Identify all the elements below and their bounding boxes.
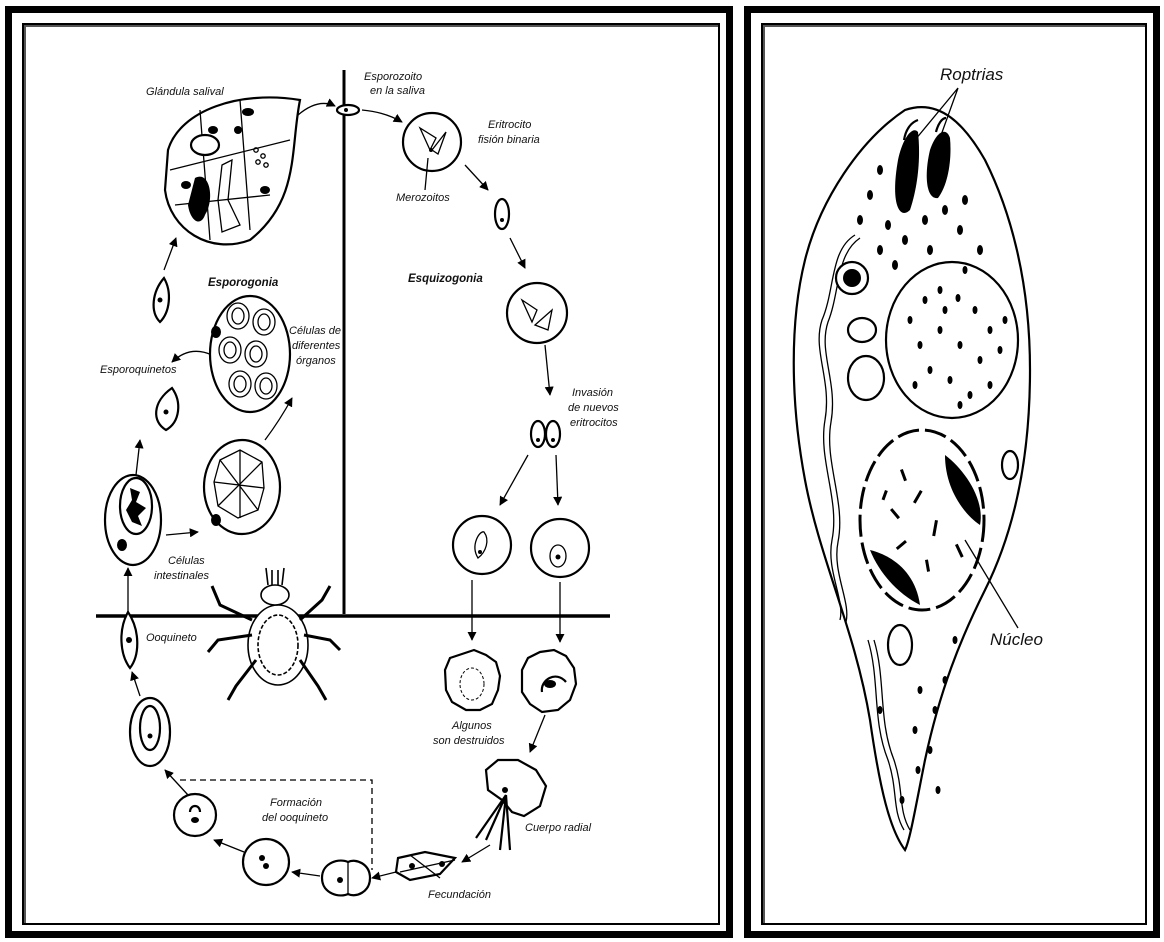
salivary-gland <box>165 97 300 244</box>
ookinete <box>121 612 137 668</box>
label-celulas-org-3: órganos <box>296 355 336 367</box>
label-celulas-org-2: diferentes <box>292 340 341 352</box>
label-ooquineto: Ooquineto <box>146 632 197 644</box>
label-formacion-1: Formación <box>270 797 322 809</box>
fecundation-gametes <box>396 852 455 880</box>
label-nucleo: Núcleo <box>990 630 1043 649</box>
ookinete-in-cell <box>130 698 170 766</box>
label-roptrias: Roptrias <box>940 65 1004 84</box>
label-esporogonia: Esporogonia <box>208 277 279 289</box>
label-eritrocito-1: Eritrocito <box>488 119 531 131</box>
label-invasion-1: Invasión <box>572 387 613 399</box>
tick-illustration <box>208 568 340 700</box>
arrow-gland-to-saliva <box>298 103 335 115</box>
sporogony-cell <box>210 296 290 412</box>
intestinal-cell-invaded <box>105 475 161 565</box>
label-esporoquinetos: Esporoquinetos <box>100 364 177 376</box>
arrow-saliva-to-erythrocyte <box>362 110 402 122</box>
babesia-merozoite <box>794 88 1030 850</box>
sporokinete-upper <box>154 278 169 322</box>
label-esporozoito-2: en la saliva <box>370 85 425 97</box>
label-eritrocito-2: fisión binaria <box>478 134 540 146</box>
destroyed-erythrocyte <box>445 650 500 710</box>
label-merozoitos: Merozoitos <box>396 192 450 204</box>
sporozoite-saliva <box>337 105 359 115</box>
paired-merozoites <box>531 421 560 447</box>
label-algunos-2: son destruidos <box>433 735 505 747</box>
label-invasion-2: de nuevos <box>568 402 619 414</box>
label-algunos-1: Algunos <box>451 720 492 732</box>
erythrocyte-piriform <box>453 516 511 574</box>
label-formacion-2: del ooquineto <box>262 812 328 824</box>
label-celulas-org-1: Células de <box>289 325 341 337</box>
zygote-round <box>243 839 289 885</box>
radial-body <box>476 760 546 850</box>
erythrocyte-binary-fission <box>403 113 461 171</box>
erythrocyte-ring <box>531 519 589 577</box>
erythrocyte-two-merozoites <box>507 283 567 343</box>
free-merozoite <box>495 199 509 229</box>
label-fecundacion: Fecundación <box>428 889 491 901</box>
label-celulas-int-1: Células <box>168 555 205 567</box>
multinucleate-cell <box>204 440 280 534</box>
label-glandula-salival: Glándula salival <box>146 86 224 98</box>
zygote <box>322 861 370 896</box>
label-invasion-3: eritrocitos <box>570 417 618 429</box>
radial-body-erythrocyte <box>522 650 576 712</box>
label-esquizogonia: Esquizogonia <box>408 273 483 285</box>
label-cuerpo-radial: Cuerpo radial <box>525 822 592 834</box>
label-celulas-int-2: intestinales <box>154 570 210 582</box>
label-esporozoito-1: Esporozoito <box>364 71 422 83</box>
sporokinete-mid <box>156 388 178 430</box>
ookinete-forming-cell <box>174 794 216 836</box>
